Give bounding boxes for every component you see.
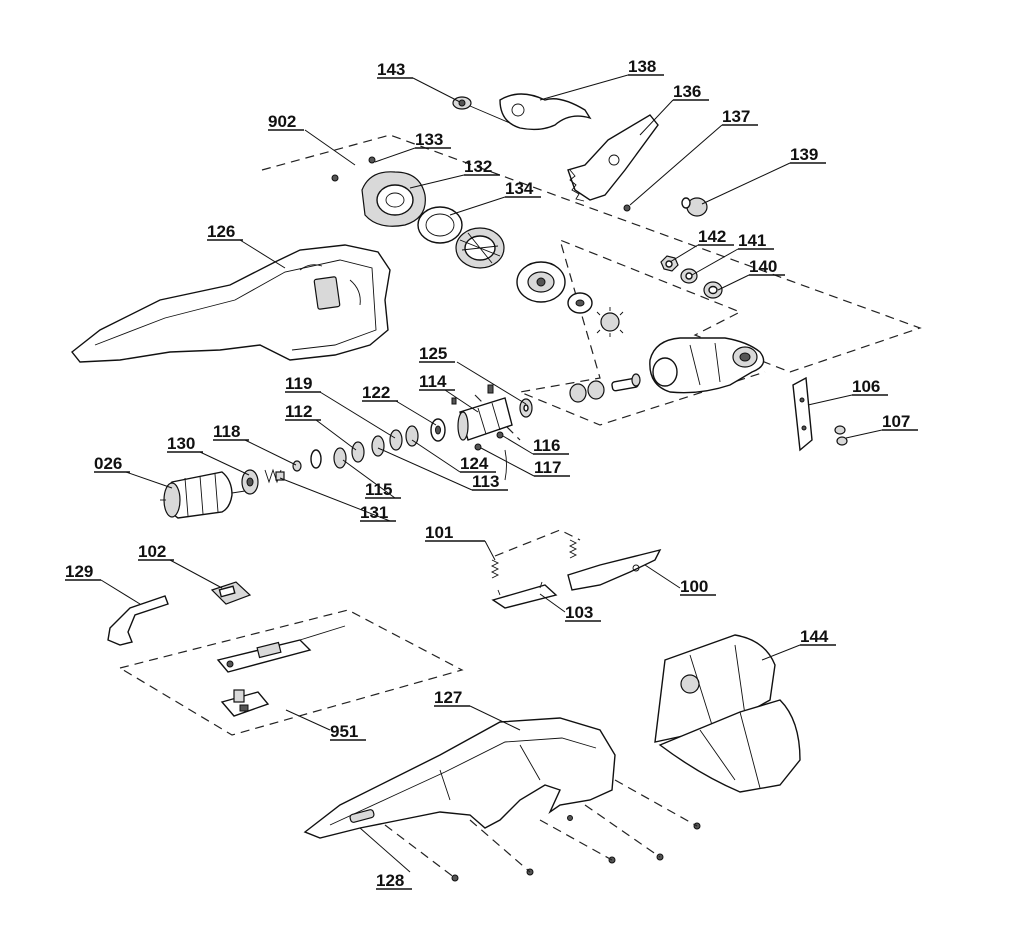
part-026-motor — [160, 471, 246, 519]
part-141-washer — [680, 268, 698, 284]
label-142: 142 — [698, 227, 726, 246]
part-144-guard — [654, 634, 801, 793]
part-137-pin — [623, 204, 631, 212]
label-137: 137 — [722, 107, 750, 126]
label-902: 902 — [268, 112, 296, 131]
part-gearbox-housing — [649, 337, 765, 394]
label-115: 115 — [365, 480, 392, 499]
part-134-ring — [417, 206, 463, 244]
part-100-trigger-lever — [567, 548, 662, 591]
label-130: 130 — [167, 434, 195, 453]
label-125: 125 — [419, 344, 447, 363]
label-117: 117 — [534, 458, 561, 477]
part-133-screw-b — [331, 174, 339, 182]
part-136-toothed-plate — [567, 114, 659, 202]
label-131: 131 — [360, 503, 388, 522]
part-129-lock-lever — [107, 595, 169, 646]
boundary-951 — [119, 609, 464, 736]
leader-lines — [100, 74, 883, 873]
part-142-nut — [660, 255, 679, 272]
part-gear-train — [310, 418, 446, 469]
label-122: 122 — [362, 383, 390, 402]
part-139-knob — [681, 197, 708, 217]
label-129: 129 — [65, 562, 93, 581]
label-143: 143 — [377, 60, 405, 79]
label-113: 113 — [472, 472, 499, 491]
part-951-pcb — [216, 625, 346, 673]
label-112: 112 — [285, 402, 312, 421]
label-141: 141 — [738, 231, 766, 250]
label-116: 116 — [533, 436, 560, 455]
part-143-screw — [452, 96, 511, 124]
part-140-washer — [703, 281, 723, 299]
label-118: 118 — [213, 422, 240, 441]
label-140: 140 — [749, 257, 777, 276]
part-131-spring — [264, 468, 285, 484]
part-labels: 143 138 136 137 139 902 133 132 134 142 … — [65, 57, 918, 890]
parts-artwork — [71, 93, 848, 882]
label-124: 124 — [460, 454, 489, 473]
part-951-module — [220, 689, 270, 717]
label-138: 138 — [628, 57, 656, 76]
part-103-link — [491, 581, 558, 609]
label-134: 134 — [505, 179, 534, 198]
part-pinion — [596, 307, 624, 337]
label-128: 128 — [376, 871, 404, 890]
part-106-bracket — [792, 376, 813, 452]
part-gear — [516, 261, 566, 303]
part-138-lever — [499, 93, 592, 131]
label-136: 136 — [673, 82, 701, 101]
label-119: 119 — [285, 374, 312, 393]
part-washer — [567, 292, 593, 314]
label-114: 114 — [419, 372, 447, 391]
label-126: 126 — [207, 222, 235, 241]
label-106: 106 — [852, 377, 880, 396]
label-107: 107 — [882, 412, 910, 431]
part-shaft — [611, 373, 641, 392]
part-133-screw — [368, 156, 376, 164]
label-101: 101 — [425, 523, 453, 542]
label-144: 144 — [800, 627, 829, 646]
label-951: 951 — [330, 722, 358, 741]
part-134-needle-bearing — [455, 227, 505, 269]
label-127: 127 — [434, 688, 462, 707]
label-103: 103 — [565, 603, 593, 622]
part-101-springs — [490, 539, 578, 579]
boundary-springs — [494, 529, 581, 557]
label-026: 026 — [94, 454, 122, 473]
part-130-fan — [241, 469, 259, 495]
part-107-screw — [834, 425, 848, 446]
part-bearing-pair — [569, 380, 605, 403]
label-133: 133 — [415, 130, 443, 149]
label-100: 100 — [680, 577, 708, 596]
part-125-washer — [519, 398, 533, 418]
part-127-housing-half — [303, 717, 616, 839]
part-126-housing-half — [71, 244, 391, 363]
part-132-flange — [361, 171, 426, 227]
screw-guide-lines — [384, 779, 698, 879]
part-128-screws — [451, 822, 701, 882]
label-139: 139 — [790, 145, 818, 164]
part-118-washer — [292, 460, 302, 472]
label-102: 102 — [138, 542, 166, 561]
label-132: 132 — [464, 157, 492, 176]
